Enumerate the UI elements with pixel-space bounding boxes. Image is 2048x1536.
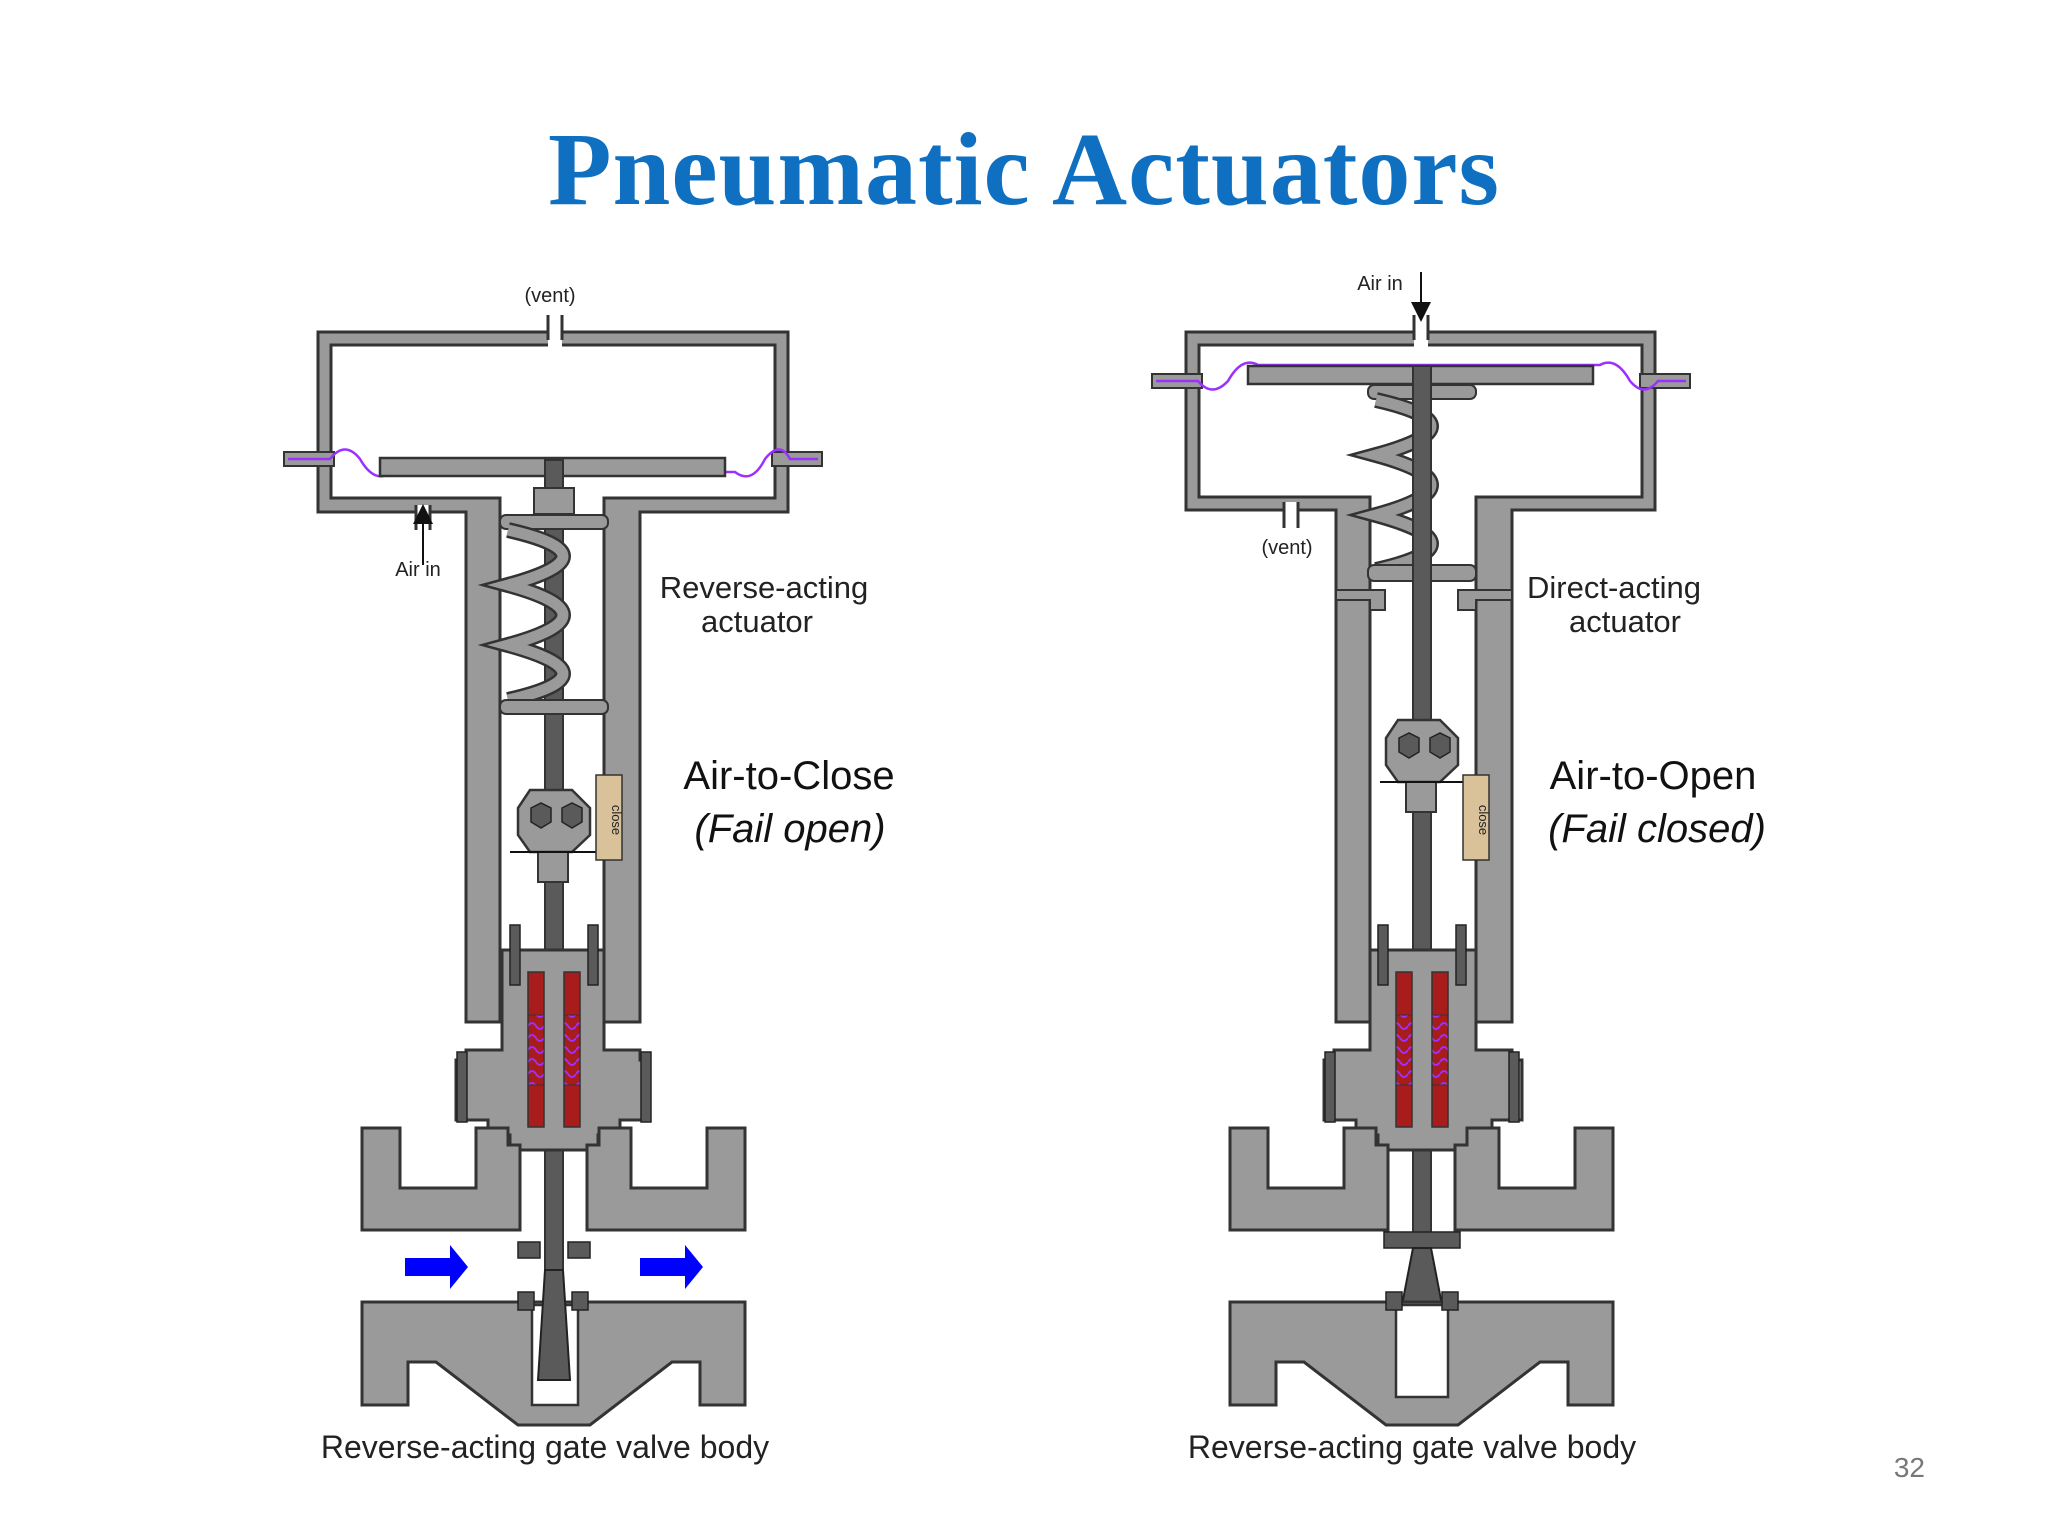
right-valve-body-upper-right [1453,1126,1615,1232]
right-actuator-type-line1: Direct-acting [1527,570,1701,605]
left-actuator: close [283,315,823,1427]
right-actuator-type-line2: actuator [1569,604,1681,639]
right-valve-stem [1412,365,1432,1307]
left-actuator-type-line2: actuator [701,604,813,639]
left-travel-scale [595,774,623,861]
page-number: 32 [1893,1452,1925,1483]
left-fail-label: (Fail open) [694,807,885,851]
right-vent-label: (vent) [1261,537,1312,559]
right-actuator-casing [1184,330,1657,1024]
left-body-label: Reverse-acting gate valve body [321,1429,769,1465]
left-air-in-label: Air in [395,559,441,581]
right-air-in-label: Air in [1357,273,1403,295]
right-mode-label: Air-to-Open [1550,754,1757,798]
left-vent-label: (vent) [524,285,575,307]
left-spring [477,487,609,715]
right-actuator: close [1151,272,1691,1427]
right-air-in-port [1414,326,1428,350]
right-valve-body-upper-left [1228,1126,1390,1232]
left-valve-body-upper-right [585,1126,747,1232]
left-flow-arrow-in [405,1245,468,1289]
left-flow-arrow-out [640,1245,703,1289]
right-fail-label: (Fail closed) [1548,807,1766,851]
right-scale-label: close [1476,805,1491,835]
right-gate [1400,1247,1444,1306]
left-mode-label: Air-to-Close [683,754,894,798]
left-vent-port [548,326,562,350]
right-body-label: Reverse-acting gate valve body [1188,1429,1636,1465]
left-actuator-type-line1: Reverse-acting [660,570,868,605]
right-travel-scale [1462,774,1490,861]
left-scale-label: close [609,805,624,835]
left-valve-body-upper-left [360,1126,522,1232]
left-gate [536,1269,572,1381]
left-actuator-casing [316,330,790,1024]
slide-title: Pneumatic Actuators [548,112,1500,227]
